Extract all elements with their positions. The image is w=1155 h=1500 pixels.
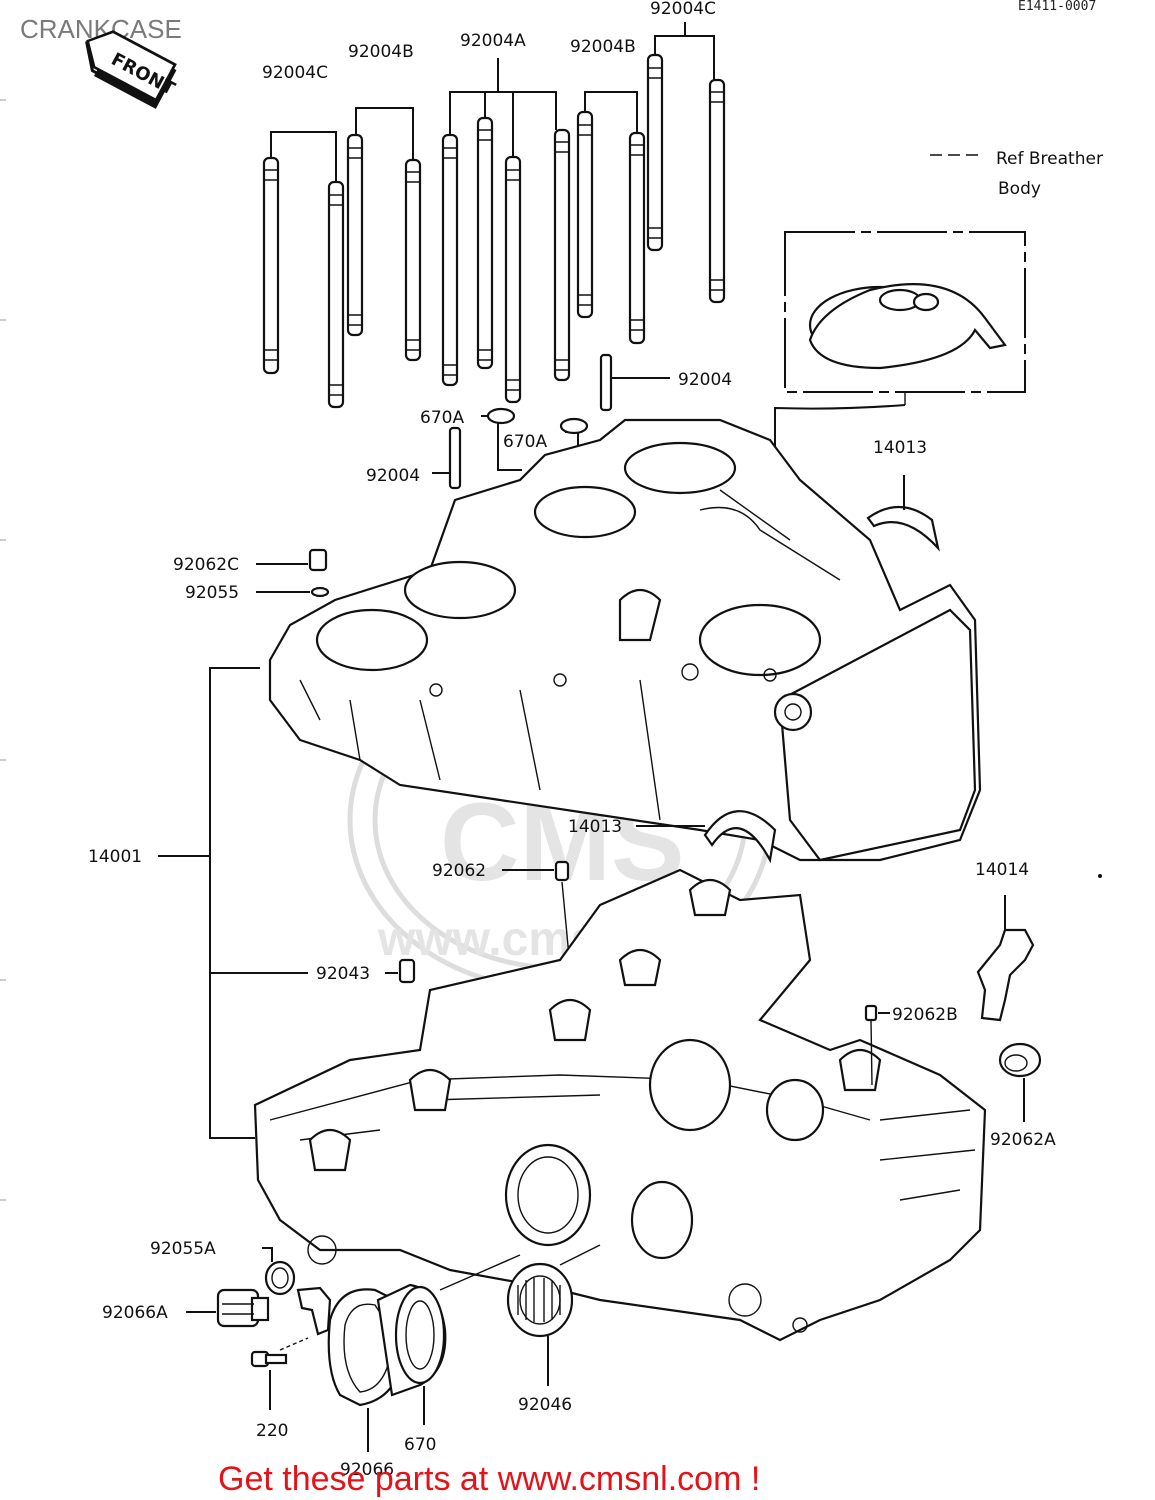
part-labels: 92004C 92004B 92004A 92004B 92004C 92004… — [88, 0, 1056, 1480]
cylinder-studs — [262, 53, 726, 490]
label-92062A: 92062A — [990, 1130, 1056, 1150]
label-670A-mid: 670A — [503, 432, 547, 452]
stud — [404, 158, 422, 362]
stud — [504, 155, 522, 404]
dowel-92062 — [554, 860, 570, 882]
breather-note-line2: Body — [998, 179, 1041, 199]
needle-bearing-92046 — [506, 1262, 574, 1338]
diagram-code: E1411-0007 — [1018, 0, 1096, 14]
label-92004B-right: 92004B — [570, 37, 636, 57]
front-direction-badge: FRONT — [85, 30, 179, 109]
label-92004-right: 92004 — [678, 370, 732, 390]
stud — [262, 156, 280, 375]
stud — [441, 133, 459, 387]
washer-670A — [559, 417, 589, 435]
breather-body — [774, 154, 1026, 690]
label-92004-left: 92004 — [366, 466, 420, 486]
dowel-92062B — [864, 1004, 878, 1022]
strainer-670 — [376, 1283, 447, 1397]
o-ring-92055A — [264, 1260, 296, 1296]
screw-220 — [250, 1350, 288, 1368]
bracket-14001 — [209, 667, 260, 1139]
label-220: 220 — [256, 1421, 288, 1441]
bracket-14014 — [976, 928, 1035, 1022]
label-92055A: 92055A — [150, 1239, 216, 1259]
dowel-92043 — [398, 958, 416, 984]
label-92046: 92046 — [518, 1395, 572, 1415]
label-92055: 92055 — [185, 583, 239, 603]
stud — [476, 116, 494, 370]
bearing-shell-14013 — [703, 810, 777, 864]
stud — [576, 110, 594, 319]
plug-92066A — [216, 1288, 270, 1328]
dowel-92062C — [308, 548, 328, 572]
promo-link-text[interactable]: Get these parts at www.cmsnl.com ! — [218, 1460, 760, 1498]
stud — [553, 128, 571, 382]
label-92004B-left: 92004B — [348, 42, 414, 62]
label-92004C-left: 92004C — [262, 63, 328, 83]
stud — [346, 133, 364, 337]
stud — [327, 180, 345, 409]
label-670: 670 — [404, 1435, 436, 1455]
upper-crankcase — [268, 418, 982, 862]
bearing-shell-14013 — [866, 505, 940, 552]
stud — [628, 131, 646, 345]
washer-670A — [486, 407, 516, 425]
label-92004A: 92004A — [460, 31, 526, 51]
plug-92062A — [998, 1042, 1042, 1078]
label-14001: 14001 — [88, 847, 142, 867]
stud — [708, 78, 726, 304]
margin-marks — [0, 99, 6, 1201]
stud — [646, 53, 664, 252]
label-92066: 92066 — [340, 1460, 394, 1480]
label-92043: 92043 — [316, 964, 370, 984]
breather-note-line1: Ref Breather — [996, 149, 1103, 169]
label-92004C-right: 92004C — [650, 0, 716, 19]
short-stud — [448, 426, 462, 490]
o-ring-92055 — [310, 586, 330, 598]
label-92062C: 92062C — [173, 555, 239, 575]
hose-clamp — [296, 1286, 332, 1336]
label-670A-left: 670A — [420, 408, 464, 428]
short-stud — [599, 353, 613, 412]
label-92062B: 92062B — [892, 1005, 958, 1025]
label-14013-top: 14013 — [873, 438, 927, 458]
label-92066A: 92066A — [102, 1303, 168, 1323]
label-92062: 92062 — [432, 861, 486, 881]
label-14013-mid: 14013 — [568, 817, 622, 837]
label-14014: 14014 — [975, 860, 1029, 880]
lower-crankcase — [253, 868, 987, 1342]
